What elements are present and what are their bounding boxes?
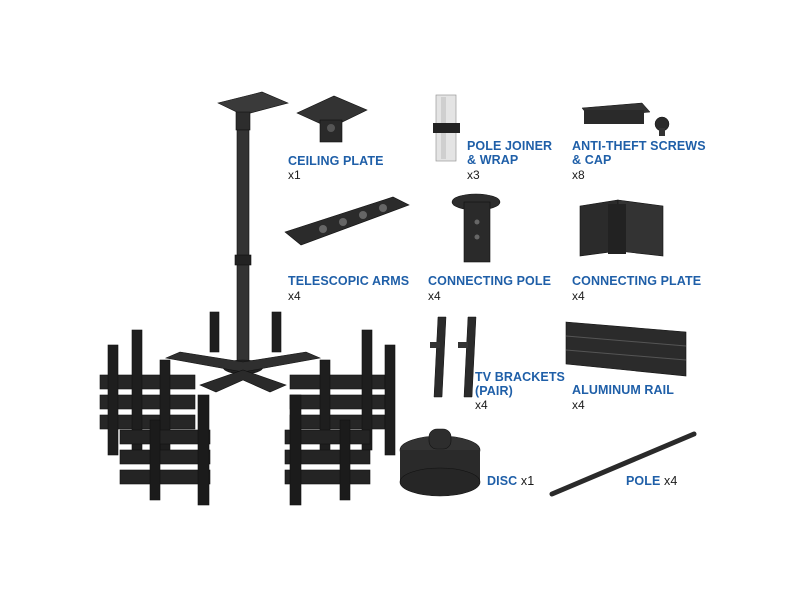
ceiling-plate-label: CEILING PLATE	[288, 154, 384, 168]
tv-brackets-label-line1: TV BRACKETS	[475, 370, 565, 384]
tv-brackets-icon	[430, 316, 477, 398]
tv-brackets-label-line2: (PAIR)	[475, 384, 513, 398]
aluminum-rail-icon	[565, 321, 687, 377]
disc-qty: x1	[520, 474, 535, 488]
connecting-plate-icon	[579, 199, 664, 257]
anti-theft-screws-icon	[581, 102, 670, 136]
pole-label: POLE x4	[626, 474, 677, 488]
anti-theft-label-line2: & CAP	[572, 153, 612, 167]
pole-joiner-icon	[433, 94, 460, 162]
pole-joiner-qty: x3	[467, 168, 480, 182]
pole-joiner-label-line1: POLE JOINER	[467, 139, 553, 153]
connecting-plate-qty: x4	[572, 289, 585, 303]
disc-name: DISC	[487, 474, 518, 488]
ceiling-plate-icon	[296, 95, 368, 143]
tv-brackets-qty: x4	[475, 398, 488, 412]
connecting-plate-label: CONNECTING PLATE	[572, 274, 702, 288]
pole-icon	[549, 431, 697, 497]
telescopic-arms-qty: x4	[288, 289, 301, 303]
pole-qty: x4	[664, 474, 678, 488]
aluminum-rail-qty: x4	[572, 398, 585, 412]
aluminum-rail-label: ALUMINUM RAIL	[572, 383, 674, 397]
connecting-pole-label: CONNECTING POLE	[428, 274, 552, 288]
disc-icon	[399, 428, 481, 497]
pole-joiner-label-line2: & WRAP	[467, 153, 519, 167]
ceiling-plate-qty: x1	[288, 168, 301, 182]
connecting-pole-icon	[451, 193, 501, 263]
connecting-pole-qty: x4	[428, 289, 441, 303]
telescopic-arms-label: TELESCOPIC ARMS	[288, 274, 410, 288]
pole-name: POLE	[626, 474, 661, 488]
anti-theft-qty: x8	[572, 168, 585, 182]
telescopic-arms-icon	[284, 196, 410, 246]
anti-theft-label-line1: ANTI-THEFT SCREWS	[572, 139, 706, 153]
disc-label: DISC x1	[487, 474, 534, 488]
